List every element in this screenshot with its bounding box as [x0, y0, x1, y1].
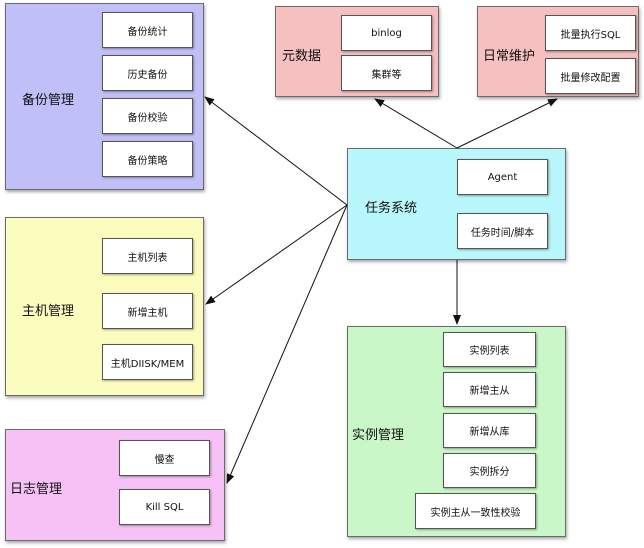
backup-management-title: 备份管理: [22, 93, 75, 108]
arrow-to-maintenance: [456, 98, 558, 149]
arrow-to-log: [226, 204, 348, 484]
batch-sql-node: 批量执行SQL: [545, 15, 636, 51]
cluster-node: 集群等: [341, 55, 432, 91]
task-system-group: 任务系统 Agent 任务时间/脚本: [347, 148, 566, 260]
slow-query-node: 慢查: [119, 440, 210, 476]
host-disk-mem-node: 主机DIISK/MEM: [102, 344, 193, 380]
arrow-to-metadata: [374, 98, 458, 149]
backup-policy-node: 备份策略: [102, 141, 193, 177]
daily-maintenance-title: 日常维护: [483, 49, 536, 64]
host-list-node: 主机列表: [102, 238, 193, 274]
add-host-node: 新增主机: [102, 293, 193, 329]
arrow-to-host: [205, 204, 348, 305]
task-system-title: 任务系统: [365, 201, 418, 216]
backup-verify-node: 备份校验: [102, 98, 193, 134]
backup-stats-node: 备份统计: [102, 12, 193, 48]
arrow-to-backup: [204, 96, 348, 206]
host-management-title: 主机管理: [22, 304, 75, 319]
metadata-title: 元数据: [282, 49, 322, 64]
batch-config-node: 批量修改配置: [545, 58, 636, 94]
daily-maintenance-group: 日常维护 批量执行SQL 批量修改配置: [477, 6, 639, 97]
instance-split-node: 实例拆分: [443, 453, 536, 488]
instance-management-group: 实例管理 实例列表 新增主从 新增从库 实例拆分 实例主从一致性校验: [347, 326, 566, 537]
backup-history-node: 历史备份: [102, 55, 193, 91]
metadata-group: 元数据 binlog 集群等: [275, 6, 439, 97]
instance-list-node: 实例列表: [443, 332, 536, 367]
agent-node: Agent: [457, 159, 548, 195]
instance-management-title: 实例管理: [352, 428, 405, 443]
binlog-node: binlog: [341, 15, 432, 51]
host-management-group: 主机管理 主机列表 新增主机 主机DIISK/MEM: [5, 217, 204, 396]
task-schedule-node: 任务时间/脚本: [457, 213, 548, 249]
add-replica-node: 新增从库: [443, 413, 536, 448]
log-management-title: 日志管理: [10, 482, 63, 497]
log-management-group: 日志管理 慢查 Kill SQL: [5, 429, 225, 541]
consistency-check-node: 实例主从一致性校验: [415, 493, 536, 529]
backup-management-group: 备份管理 备份统计 历史备份 备份校验 备份策略: [5, 3, 204, 190]
kill-sql-node: Kill SQL: [119, 489, 210, 525]
add-master-slave-node: 新增主从: [443, 372, 536, 407]
